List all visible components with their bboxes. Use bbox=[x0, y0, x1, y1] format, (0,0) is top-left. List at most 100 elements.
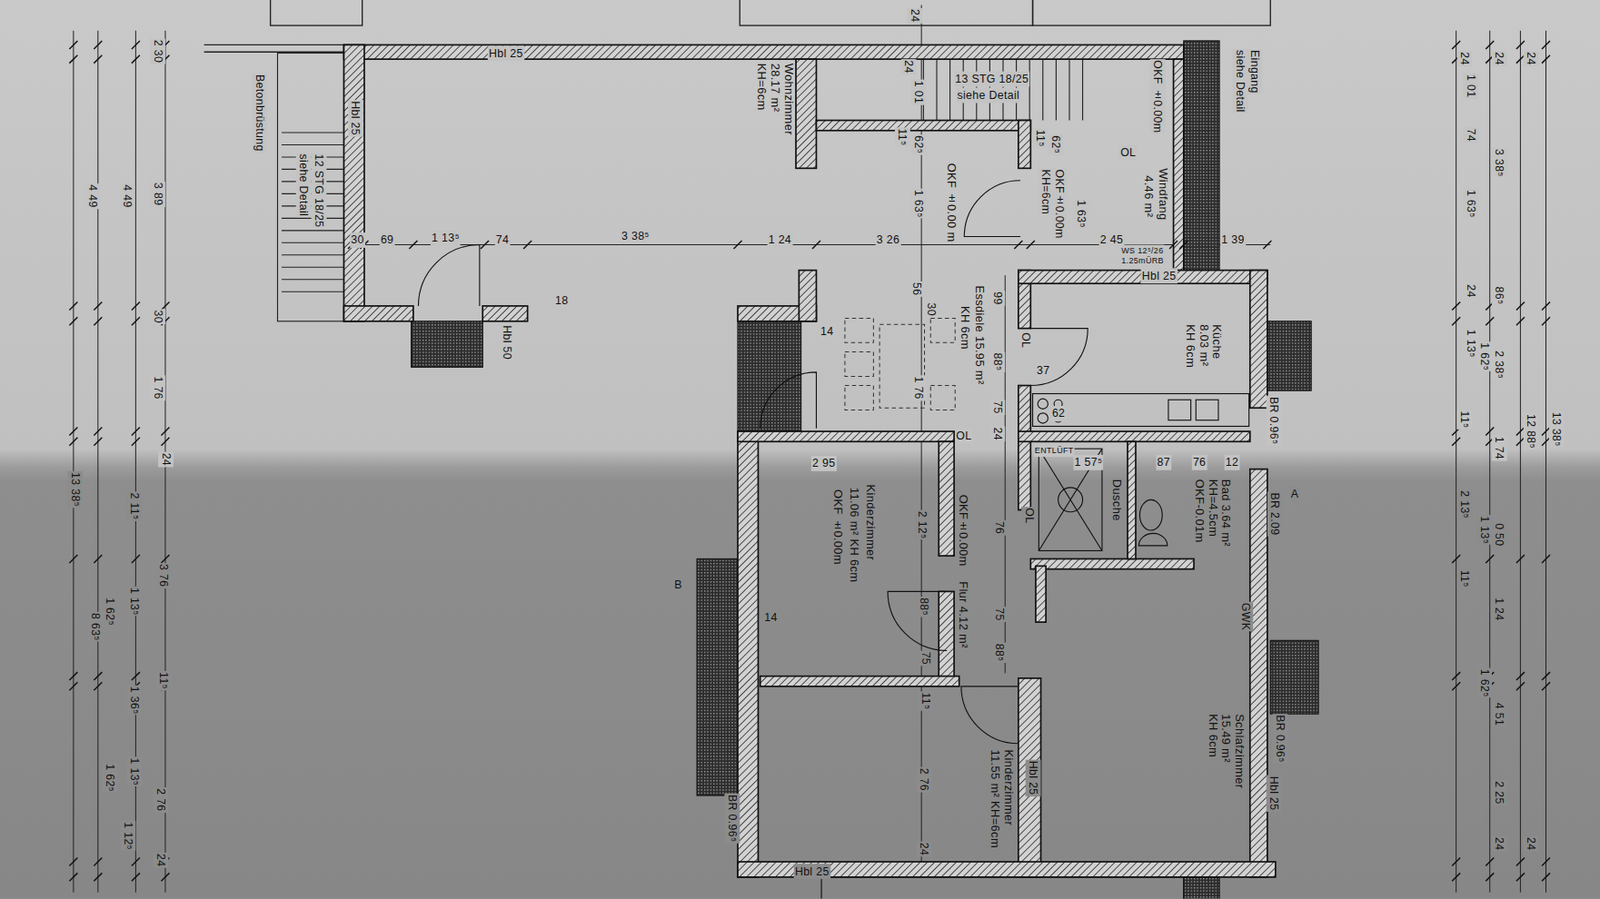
dimension-label: OKF ±0.00m bbox=[1150, 59, 1166, 134]
dimension-tick bbox=[69, 301, 78, 310]
room-name: Kinderzimmer bbox=[863, 484, 877, 561]
dimension-tick bbox=[1541, 55, 1551, 64]
wall bbox=[1127, 441, 1136, 559]
room-info: Flur 4.12 m² bbox=[955, 581, 970, 649]
wall bbox=[1018, 431, 1251, 442]
dimension-label: 1 63⁵ bbox=[1073, 198, 1089, 229]
dimension-label: 75 bbox=[989, 399, 1005, 416]
dimension-label: Hbl 25 bbox=[1266, 775, 1282, 813]
dimension-line bbox=[72, 30, 74, 894]
dimension-tick bbox=[1485, 873, 1494, 882]
dimension-tick bbox=[1451, 301, 1461, 310]
dimension-label: 4 49 bbox=[119, 183, 135, 209]
staircase bbox=[923, 59, 1083, 120]
dimension-tick bbox=[131, 873, 140, 882]
dimension-label: 11⁵ bbox=[156, 671, 172, 691]
dimension-label: 30 bbox=[149, 308, 166, 325]
wall bbox=[343, 44, 1275, 877]
room-info: Essdiele 15.95 m² bbox=[972, 285, 986, 385]
dimension-tick bbox=[93, 682, 102, 691]
fixture bbox=[1033, 394, 1250, 552]
dimension-label: 1.25mÜRB bbox=[1120, 255, 1165, 268]
dimension-tick bbox=[1541, 40, 1551, 50]
dimension-label: 30 bbox=[349, 232, 366, 249]
dimension-tick bbox=[1451, 555, 1461, 564]
dimension-line bbox=[73, 5, 1547, 894]
dimension-tick bbox=[1451, 858, 1461, 867]
dimension-label: 76 bbox=[1192, 455, 1208, 471]
fixture bbox=[1033, 394, 1250, 428]
room-name: Windfang bbox=[1155, 168, 1170, 220]
dimension-label: 12 88⁵ bbox=[1523, 413, 1540, 450]
room-info: 28.17 m² bbox=[768, 63, 783, 113]
fixture bbox=[1138, 533, 1167, 546]
door-swing bbox=[417, 180, 1088, 745]
door-swing bbox=[887, 591, 947, 651]
dimension-line bbox=[1455, 30, 1457, 894]
dimension-label: 24 bbox=[158, 452, 174, 468]
dimension-label: 11⁵ bbox=[1457, 569, 1473, 589]
dimension-tick bbox=[1541, 858, 1551, 867]
dimension-tick bbox=[69, 858, 78, 867]
dimension-tick bbox=[160, 427, 169, 437]
room-name: Bad 3.64 m² bbox=[1219, 479, 1233, 547]
room-info: 8.03 m² bbox=[1196, 324, 1211, 367]
room-info: KH=4.5cm bbox=[1205, 479, 1220, 537]
dimension-label: 1 36⁵ bbox=[126, 685, 142, 716]
dimension-label: 2 12⁵ bbox=[914, 510, 930, 541]
dimension-tick bbox=[69, 672, 78, 681]
dimension-tick bbox=[1451, 40, 1461, 50]
dimension-tick bbox=[1516, 555, 1525, 564]
dimension-label: GWK bbox=[1237, 602, 1253, 633]
dimension-tick bbox=[93, 672, 102, 681]
dimension-tick bbox=[1516, 317, 1525, 326]
dimension-tick bbox=[93, 40, 102, 50]
room-info: 15.49 m² bbox=[1219, 714, 1233, 764]
door-swing bbox=[1030, 328, 1088, 387]
wall bbox=[1030, 558, 1194, 569]
dimension-label: 2 38⁵ bbox=[1491, 349, 1508, 380]
dimension-tick bbox=[93, 55, 102, 64]
dimension-tick bbox=[1026, 240, 1035, 249]
dimension-label: 62⁵ bbox=[911, 134, 927, 155]
dimension-label: 1 13⁵ bbox=[126, 586, 142, 617]
dimension-tick bbox=[1516, 682, 1525, 691]
wall bbox=[1035, 566, 1046, 623]
dimension-label: BR 0.96⁵ bbox=[1266, 396, 1282, 447]
neighbour-outline bbox=[204, 51, 345, 53]
wall bbox=[1018, 386, 1031, 511]
dimension-label: 24 bbox=[1523, 50, 1540, 67]
dimension-tick bbox=[93, 427, 102, 437]
dimension-label: Hbl 25 bbox=[487, 46, 525, 62]
dimension-label: 1 39 bbox=[1220, 232, 1246, 249]
neighbour-outline bbox=[204, 0, 1272, 899]
table-outline bbox=[930, 386, 955, 411]
dimension-label: 86⁵ bbox=[1491, 285, 1508, 306]
dimension-tick bbox=[93, 437, 102, 447]
dimension-label: 1 74 bbox=[1491, 436, 1508, 462]
dimension-label: 1 62⁵ bbox=[101, 596, 118, 627]
brick-panel bbox=[1265, 321, 1312, 391]
dimension-tick bbox=[93, 858, 102, 867]
table-outline bbox=[844, 318, 874, 343]
dimension-tick bbox=[1169, 240, 1178, 249]
dimension-label: 1 01 bbox=[911, 79, 927, 106]
door-swing bbox=[963, 180, 1021, 238]
dimension-label: 88⁵ bbox=[989, 351, 1005, 372]
door-swing bbox=[760, 372, 817, 429]
dimension-label: 1 57⁵ bbox=[1073, 455, 1104, 471]
dimension-tick bbox=[1485, 40, 1494, 50]
dimension-tick bbox=[1541, 873, 1551, 882]
room-area: Küche8.03 m²KH 6cm bbox=[1030, 283, 1250, 393]
dimension-tick bbox=[69, 55, 78, 64]
dimension-tick bbox=[1485, 317, 1494, 326]
dimension-label: 2 30 bbox=[149, 39, 166, 65]
neighbour-outline bbox=[270, 0, 363, 26]
table-outline bbox=[930, 318, 955, 343]
dimension-tick bbox=[1179, 240, 1188, 249]
dimension-label: 2 95 bbox=[811, 456, 837, 472]
dimension-label: 1 13⁵ bbox=[1476, 515, 1492, 546]
